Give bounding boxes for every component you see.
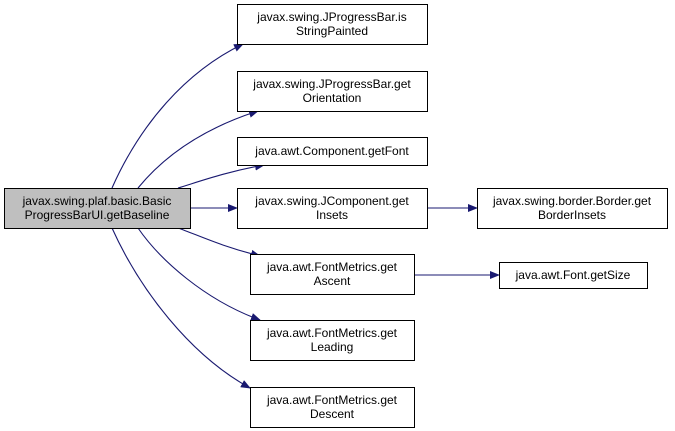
- node-label-line: javax.swing.plaf.basic.Basic: [22, 194, 172, 208]
- node-label-line: javax.swing.JProgressBar.is: [256, 10, 406, 24]
- node-label-line: java.awt.FontMetrics.get: [266, 393, 398, 407]
- node-box: [477, 188, 668, 229]
- node-root[interactable]: javax.swing.plaf.basic.BasicProgressBarU…: [4, 188, 191, 229]
- nodes: javax.swing.plaf.basic.BasicProgressBarU…: [4, 4, 668, 428]
- node-box: [250, 387, 415, 428]
- node-label-line: java.awt.Font.getSize: [515, 268, 631, 282]
- node-label-line: Leading: [311, 340, 354, 354]
- edge-root-to-getOrientation: [137, 109, 259, 189]
- node-box: [4, 188, 191, 229]
- node-getSize[interactable]: java.awt.Font.getSize: [499, 262, 648, 289]
- node-label-line: ProgressBarUI.getBaseline: [25, 208, 170, 222]
- node-label-line: Ascent: [314, 274, 351, 288]
- node-label-line: java.awt.Component.getFont: [254, 144, 409, 158]
- node-label-line: Insets: [316, 208, 348, 222]
- edge-root-to-getFont: [177, 162, 265, 189]
- edge-root-to-isStringPainted: [111, 43, 244, 189]
- edge-root-to-getDescent: [111, 227, 251, 389]
- node-box: [237, 4, 428, 45]
- node-box: [237, 71, 428, 112]
- node-label-line: Descent: [310, 407, 355, 421]
- node-label-line: javax.swing.JProgressBar.get: [252, 77, 411, 91]
- node-box: [250, 254, 415, 295]
- node-label-line: java.awt.FontMetrics.get: [266, 326, 398, 340]
- edges: [111, 43, 500, 389]
- node-label-line: javax.swing.border.Border.get: [492, 194, 652, 208]
- node-label-line: BorderInsets: [538, 208, 606, 222]
- node-label-line: StringPainted: [296, 24, 368, 38]
- node-label-line: java.awt.FontMetrics.get: [266, 260, 398, 274]
- node-getBorderInsets[interactable]: javax.swing.border.Border.getBorderInset…: [477, 188, 668, 229]
- node-box: [250, 320, 415, 361]
- node-box: [499, 262, 648, 289]
- edge-root-to-getAscent: [177, 227, 261, 258]
- node-label-line: Orientation: [303, 91, 362, 105]
- node-getFont[interactable]: java.awt.Component.getFont: [237, 137, 428, 166]
- node-box: [237, 137, 428, 166]
- node-label-line: javax.swing.JComponent.get: [254, 194, 409, 208]
- edge-root-to-getLeading: [137, 227, 261, 321]
- node-box: [237, 188, 428, 229]
